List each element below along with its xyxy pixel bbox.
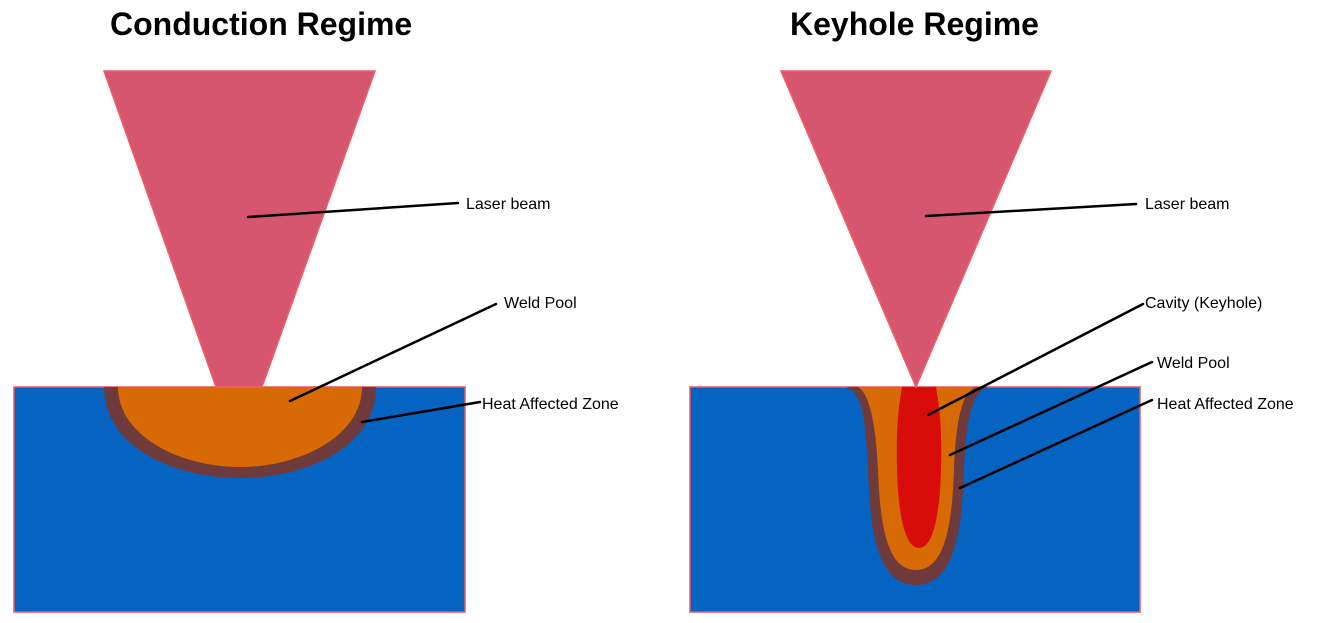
conduction-laser-beam xyxy=(102,70,377,388)
conduction-weld-pool-label: Weld Pool xyxy=(504,295,577,312)
keyhole-weld-pool-leader xyxy=(948,360,1154,457)
conduction-haz-leader xyxy=(360,400,482,424)
conduction-weld-pool xyxy=(118,387,362,467)
keyhole-cavity xyxy=(896,387,942,548)
keyhole-cavity-label: Cavity (Keyhole) xyxy=(1145,295,1262,312)
conduction-weld-pool-leader xyxy=(288,302,498,403)
keyhole-haz-leader xyxy=(958,398,1154,490)
conduction-laser-label: Laser beam xyxy=(466,196,551,213)
keyhole-haz-label: Heat Affected Zone xyxy=(1157,396,1294,413)
keyhole-cavity-leader xyxy=(926,302,1145,417)
conduction-title: Conduction Regime xyxy=(110,6,412,42)
conduction-laser-leader xyxy=(246,201,460,219)
keyhole-weld-pool-label: Weld Pool xyxy=(1157,355,1230,372)
conduction-haz-label: Heat Affected Zone xyxy=(482,396,619,413)
keyhole-laser-beam xyxy=(779,70,1053,389)
keyhole-title: Keyhole Regime xyxy=(790,6,1039,42)
conduction-panel: Conduction Regime Laser beam Weld Pool H… xyxy=(13,6,619,613)
keyhole-laser-label: Laser beam xyxy=(1145,196,1230,213)
keyhole-laser-leader xyxy=(924,202,1138,218)
keyhole-panel: Keyhole Regime Laser beam Cavity (Keyhol… xyxy=(689,6,1294,613)
